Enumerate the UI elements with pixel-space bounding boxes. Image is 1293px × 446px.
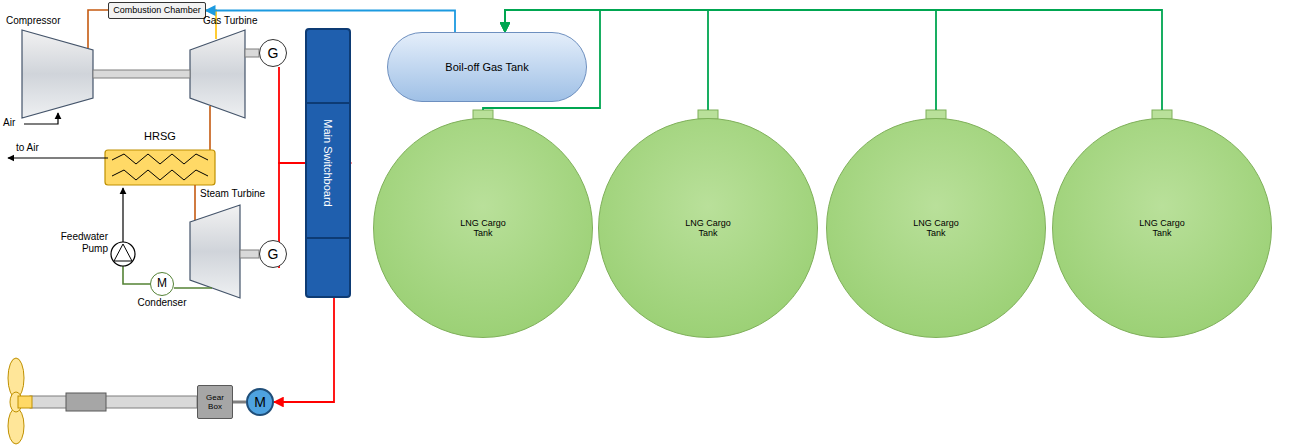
shaft xyxy=(93,70,190,78)
switchboard-cell-divider xyxy=(307,102,349,104)
drive-shaft xyxy=(233,401,246,404)
part-label: Gas Turbine xyxy=(203,15,257,27)
pump-symbol xyxy=(111,242,135,266)
propeller-hub xyxy=(18,396,32,408)
cargo-tank: LNG Cargo Tank xyxy=(1052,118,1272,338)
flow-label: Air xyxy=(3,117,15,129)
steam-turbine-symbol xyxy=(190,205,240,298)
exhaust-duct xyxy=(209,106,211,150)
stack-line xyxy=(8,157,108,158)
propeller-blade xyxy=(8,408,24,444)
hrsg-box xyxy=(105,150,215,185)
motor-circle: M xyxy=(246,388,274,416)
part-label: Steam Turbine xyxy=(200,188,265,200)
node-text: Boil-off Gas Tank xyxy=(445,61,528,74)
propeller-shaft xyxy=(30,396,197,408)
node-text: LNG Cargo Tank xyxy=(905,218,967,239)
feedwater-line xyxy=(122,188,123,242)
generator-circle: G xyxy=(259,240,287,268)
flow-connector xyxy=(505,10,1162,110)
air-line xyxy=(24,113,58,124)
condensate-line xyxy=(123,266,150,284)
node-text: G xyxy=(268,45,279,61)
node-text: LNG Cargo Tank xyxy=(1131,218,1193,239)
node-text: Gear Box xyxy=(199,393,231,411)
cargo-tank: LNG Cargo Tank xyxy=(373,118,593,338)
steam-line xyxy=(194,185,196,221)
flow-label: to Air xyxy=(16,142,39,154)
flow-connector xyxy=(274,298,334,402)
switchboard-cell-divider xyxy=(307,237,349,239)
gas-turbine-symbol xyxy=(190,30,245,118)
cargo-tank: LNG Cargo Tank xyxy=(826,118,1046,338)
node-text: Combustion Chamber xyxy=(113,5,201,15)
node-text: M xyxy=(157,277,167,291)
switchboard-panel: Main Switchboard xyxy=(305,28,351,298)
node-text: M xyxy=(254,394,266,410)
compressor-symbol xyxy=(22,30,93,118)
part-label: Compressor xyxy=(6,15,60,27)
hrsg-coil xyxy=(112,170,208,180)
pump-symbol xyxy=(114,244,132,261)
shaft xyxy=(245,49,259,57)
node-text: HRSG xyxy=(105,130,215,143)
part-label: Feedwater Pump xyxy=(50,231,108,254)
node-text: Main Switchboard xyxy=(322,119,335,206)
generator-circle: G xyxy=(259,39,287,67)
hrsg-unit: HRSG xyxy=(105,150,215,185)
exhaust-steam-line xyxy=(174,287,212,289)
boil-off-tank: Boil-off Gas Tank xyxy=(387,32,587,102)
hrsg-coil xyxy=(112,154,208,164)
shaft xyxy=(240,250,259,258)
cargo-tank: LNG Cargo Tank xyxy=(598,118,818,338)
node-caption: Condenser xyxy=(138,297,187,309)
node-text: LNG Cargo Tank xyxy=(677,218,739,239)
condenser-circle: MCondenser xyxy=(150,272,174,296)
gear-box: Gear Box xyxy=(197,385,233,419)
combustion-box: Combustion Chamber xyxy=(108,2,206,19)
propeller-shaft xyxy=(66,393,106,411)
node-text: G xyxy=(268,246,279,262)
node-text: LNG Cargo Tank xyxy=(452,218,514,239)
